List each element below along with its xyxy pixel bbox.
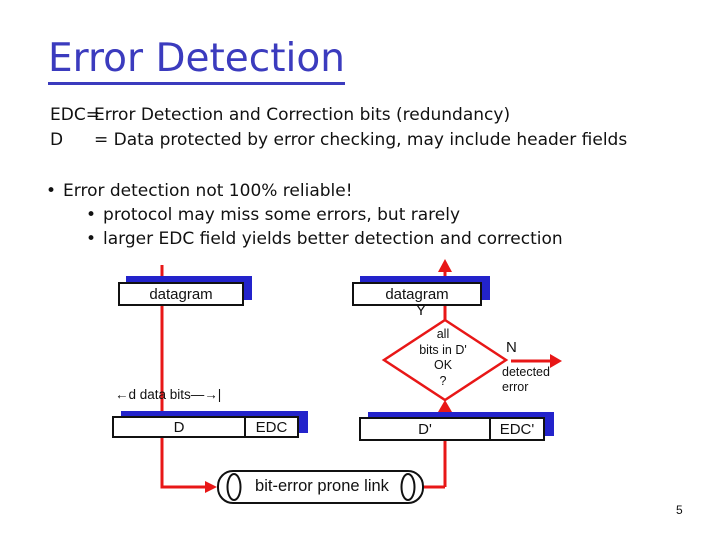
sender-flow-arrowhead-icon bbox=[205, 481, 217, 493]
edc-prime-field-label: EDC' bbox=[499, 420, 535, 438]
definition-text: Error Detection and Correction bits (red… bbox=[94, 105, 511, 125]
sender-datagram-box: datagram bbox=[118, 282, 244, 306]
bullet-main: • Error detection not 100% reliable! bbox=[46, 179, 353, 204]
link-cylinder bbox=[217, 470, 424, 504]
edc-field-label: EDC bbox=[255, 418, 288, 436]
edc-field-box: EDC bbox=[244, 416, 299, 438]
d-data-bits-measure: ←d data bits—→| bbox=[115, 387, 222, 402]
box-to-decision-arrowhead-icon bbox=[438, 400, 452, 412]
bullet-sub-2: • larger EDC field yields better detectio… bbox=[86, 227, 563, 252]
bullet-sub-1: • protocol may miss some errors, but rare… bbox=[86, 203, 460, 228]
d-prime-field-box: D' bbox=[359, 417, 491, 441]
detected-error-line-2: error bbox=[502, 380, 529, 394]
no-branch-arrowhead-icon bbox=[550, 354, 562, 368]
bit-error-prone-link-label: bit-error prone link bbox=[255, 477, 389, 495]
decision-diamond bbox=[381, 318, 509, 402]
decision-line-2: bits in D' bbox=[419, 342, 467, 357]
receiver-flow-line bbox=[424, 441, 447, 489]
link-cylinder-left-cap-icon bbox=[226, 473, 242, 501]
page-number: 5 bbox=[676, 503, 683, 517]
no-branch-label: N bbox=[506, 339, 517, 356]
bullet-icon: • bbox=[86, 205, 97, 225]
decision-line-3: OK bbox=[433, 358, 453, 373]
decision-line-1: all bbox=[436, 327, 450, 341]
decision-line-4: ? bbox=[439, 373, 447, 388]
definition-d: D = Data protected by error checking, ma… bbox=[50, 128, 627, 153]
sender-flow-line bbox=[160, 265, 208, 489]
bullet-sub-2-text: larger EDC field yields better detection… bbox=[103, 229, 563, 249]
receiver-datagram-box: datagram bbox=[352, 282, 482, 306]
d-field-label: D bbox=[173, 418, 185, 436]
sender-datagram-label: datagram bbox=[149, 285, 213, 303]
receiver-datagram-label: datagram bbox=[385, 285, 449, 303]
definition-term: D bbox=[50, 130, 64, 150]
edc-prime-field-box: EDC' bbox=[489, 417, 545, 441]
bullet-main-text: Error detection not 100% reliable! bbox=[63, 181, 353, 201]
d-prime-field-label: D' bbox=[418, 420, 432, 438]
page-title: Error Detection bbox=[48, 36, 345, 85]
yes-branch-label: Y bbox=[416, 302, 427, 319]
d-field-box: D bbox=[112, 416, 246, 438]
decision-diamond-text: all bits in D' OK ? bbox=[383, 327, 503, 390]
detected-error-label: detected error bbox=[502, 365, 550, 395]
link-cylinder-right-cap-icon bbox=[400, 473, 416, 501]
definitions-block: EDC= Error Detection and Correction bits… bbox=[50, 103, 627, 153]
bullet-sub-1-text: protocol may miss some errors, but rarel… bbox=[103, 205, 461, 225]
bullet-icon: • bbox=[86, 229, 97, 249]
definition-edc: EDC= Error Detection and Correction bits… bbox=[50, 103, 627, 128]
decision-to-datagram-arrowhead-icon bbox=[438, 259, 452, 272]
detected-error-line-1: detected bbox=[502, 365, 550, 379]
definition-text: = Data protected by error checking, may … bbox=[94, 130, 628, 150]
bullet-icon: • bbox=[46, 181, 57, 201]
definition-term: EDC= bbox=[50, 105, 100, 125]
